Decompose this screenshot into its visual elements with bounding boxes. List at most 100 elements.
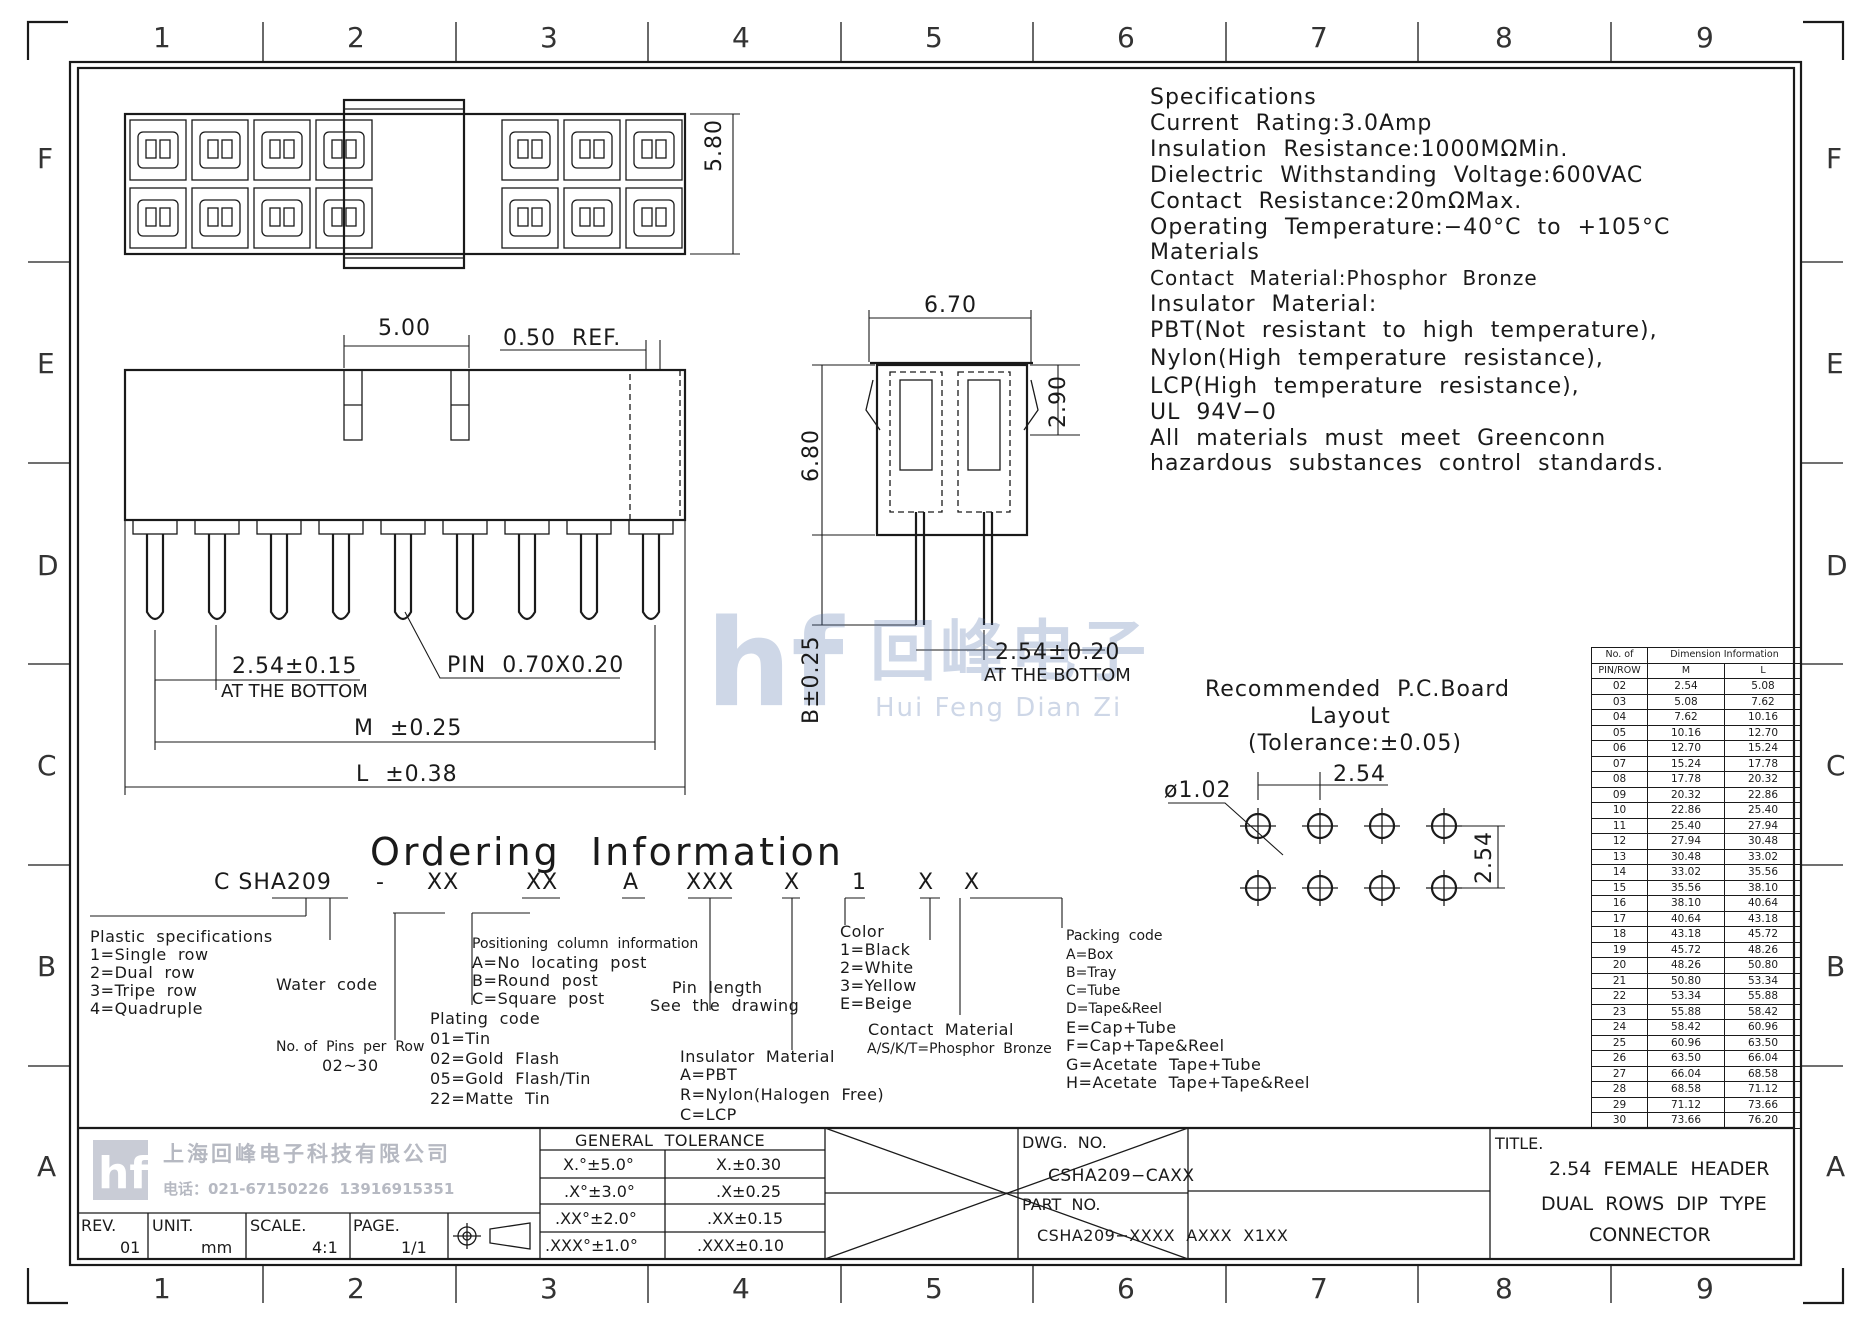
- table-cell: 08: [1591, 771, 1648, 788]
- dim-pitch-5: 5.00: [378, 316, 431, 341]
- company-logo-icon: hf: [93, 1140, 149, 1200]
- ordering-line: B=Round post: [472, 971, 599, 990]
- ordering-line: Packing code: [1066, 928, 1163, 944]
- rev-value: 01: [120, 1238, 141, 1257]
- spec-line: PBT(Not resistant to high temperature),: [1150, 318, 1658, 343]
- table-cell: 06: [1591, 740, 1648, 757]
- ordering-line: Plastic specifications: [90, 927, 273, 946]
- table-cell: 04: [1591, 709, 1648, 726]
- table-cell: 10: [1591, 802, 1648, 819]
- table-cell: 23: [1591, 1003, 1648, 1020]
- watermark-logo-icon: hf: [706, 595, 844, 734]
- spec-line: Materials: [1150, 240, 1260, 265]
- watermark-cn: 回峰电子: [870, 613, 1150, 690]
- page-label: PAGE.: [353, 1216, 400, 1235]
- pcb-hole: [1426, 808, 1462, 844]
- dwg-number: CSHA209−CAXX: [1048, 1166, 1195, 1186]
- pcb-hole: [1240, 870, 1276, 906]
- spec-line: Operating Temperature:−40°C to +105°C: [1150, 215, 1671, 240]
- table-cell: 28: [1591, 1081, 1648, 1098]
- pcb-hole: [1240, 808, 1276, 844]
- unit-value: mm: [201, 1238, 233, 1257]
- dim-5-80: [690, 113, 740, 255]
- pcb-layout: [1240, 808, 1462, 906]
- table-header-m: M: [1647, 662, 1725, 679]
- table-cell: 63.50: [1723, 1034, 1803, 1051]
- table-cell: 66.04: [1647, 1065, 1725, 1082]
- ordering-line: 02=Gold Flash: [430, 1049, 560, 1068]
- dim-pitch-bottom: 2.54±0.15: [232, 654, 358, 679]
- table-header-l: L: [1723, 662, 1803, 679]
- svg-text:hf: hf: [98, 1148, 149, 1199]
- spec-line: LCP(High temperature resistance),: [1150, 374, 1580, 399]
- title-block-lines: [78, 1126, 1794, 1260]
- tolerance-angle: .X°±3.0°: [564, 1182, 635, 1201]
- ordering-line: No. of Pins per Row: [276, 1039, 425, 1055]
- table-cell: 22: [1591, 988, 1648, 1005]
- code-segment: X: [784, 870, 801, 895]
- company-name: 上海回峰电子科技有限公司: [163, 1142, 451, 1166]
- ordering-line: A/S/K/T=Phosphor Bronze: [867, 1041, 1052, 1057]
- dim-pin: PIN 0.70X0.20: [447, 653, 625, 678]
- pcb-hole: [1426, 870, 1462, 906]
- table-cell: 15: [1591, 879, 1648, 896]
- pcb-hole-dia: ø1.02: [1164, 778, 1232, 803]
- ordering-leaders: [90, 897, 1063, 1050]
- table-cell: 5.08: [1647, 693, 1725, 710]
- dim-side-top: 2.90: [1046, 375, 1071, 428]
- pcb-title-line: (Tolerance:±0.05): [1248, 731, 1462, 756]
- spec-line: hazardous substances control standards.: [1150, 451, 1665, 476]
- table-cell: 05: [1591, 724, 1648, 741]
- table-cell: 15.24: [1723, 740, 1803, 757]
- ordering-line: E=Beige: [840, 994, 913, 1013]
- rev-label: REV.: [81, 1216, 117, 1235]
- pcb-pitch-x: 2.54: [1333, 762, 1386, 787]
- code-segment: A: [623, 870, 640, 895]
- ordering-line: 4=Quadruple: [90, 999, 203, 1018]
- table-cell: 71.12: [1723, 1081, 1803, 1098]
- table-cell: 12.70: [1723, 724, 1803, 741]
- pcb-hole: [1364, 808, 1400, 844]
- front-view: [123, 368, 687, 621]
- dim-side-height: 6.80: [799, 429, 824, 482]
- projection-symbol-icon: [453, 1222, 531, 1250]
- table-cell: 5.08: [1723, 678, 1803, 695]
- table-cell: 30.48: [1647, 848, 1725, 865]
- table-cell: 35.56: [1647, 879, 1725, 896]
- table-cell: 2.54: [1647, 678, 1725, 695]
- table-cell: 07: [1591, 755, 1648, 772]
- ordering-line: H=Acetate Tape+Tape&Reel: [1066, 1073, 1310, 1092]
- tolerance-linear: .X±0.25: [716, 1182, 782, 1201]
- ordering-line: D=Tape&Reel: [1066, 1001, 1162, 1017]
- table-cell: 33.02: [1723, 848, 1803, 865]
- table-cell: 25.40: [1647, 817, 1725, 834]
- table-cell: 20.32: [1647, 786, 1725, 803]
- table-cell: 17.78: [1723, 755, 1803, 772]
- ordering-line: C=Square post: [472, 989, 605, 1008]
- title-line-2: DUAL ROWS DIP TYPE: [1541, 1193, 1767, 1215]
- table-cell: 16: [1591, 895, 1648, 912]
- ordering-line: C=LCP: [680, 1105, 737, 1124]
- table-cell: 19: [1591, 941, 1648, 958]
- part-number: CSHA209−XXXX AXXX X1XX: [1037, 1226, 1289, 1245]
- table-cell: 13: [1591, 848, 1648, 865]
- ordering-line: A=Box: [1066, 947, 1114, 963]
- code-segment: 1: [852, 870, 867, 895]
- table-cell: 10.16: [1647, 724, 1725, 741]
- dim-m: M ±0.25: [354, 716, 463, 741]
- table-cell: 17: [1591, 910, 1648, 927]
- title-line-1: 2.54 FEMALE HEADER: [1549, 1158, 1770, 1180]
- tolerance-title: GENERAL TOLERANCE: [575, 1131, 766, 1150]
